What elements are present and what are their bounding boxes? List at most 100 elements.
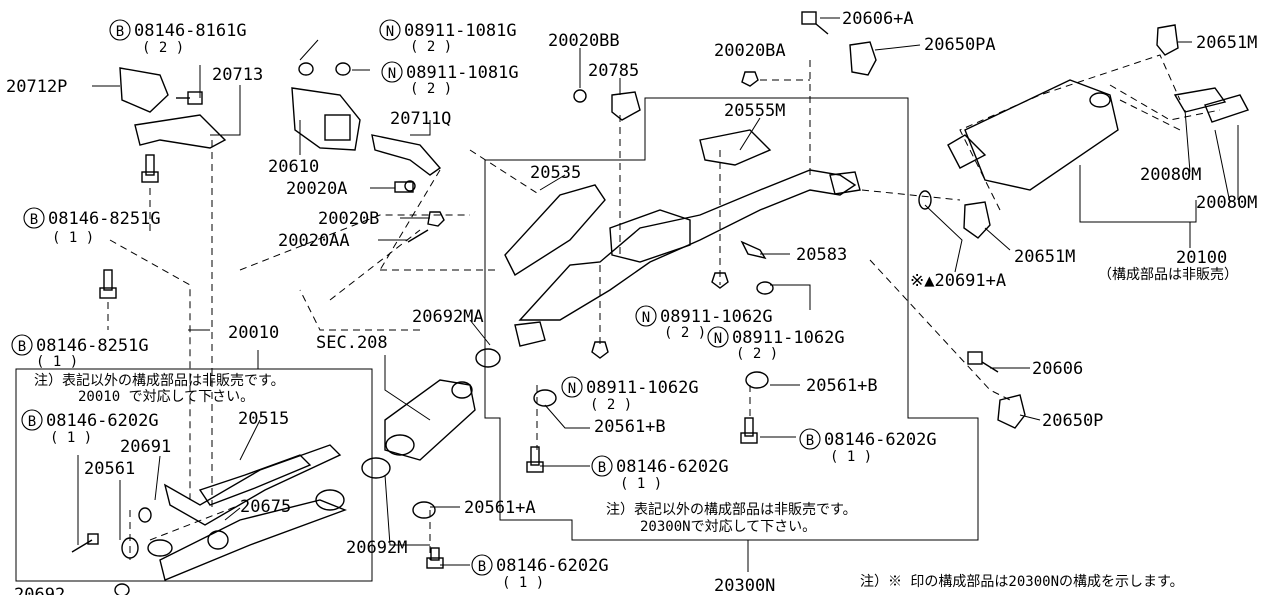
nut-icon (335, 62, 351, 76)
part-label: 20583 (796, 245, 847, 265)
circle-n-marker (381, 61, 403, 83)
part-label: ※▲20691+A (910, 271, 1006, 291)
part-label: 20300N (714, 576, 775, 595)
nut-icon (591, 341, 609, 359)
clamp-20675 (207, 530, 229, 550)
quantity: ( 1 ) (36, 354, 78, 370)
svg-text:B: B (598, 460, 606, 476)
quantity: ( 1 ) (52, 230, 94, 246)
stud-icon (407, 229, 429, 243)
svg-text:N: N (714, 331, 722, 347)
svg-text:B: B (18, 339, 26, 355)
part-label: 20675 (240, 497, 291, 517)
part-label: 20010 (228, 323, 279, 343)
nut-icon (711, 272, 729, 289)
circle-b-marker (11, 334, 33, 356)
center-pipe-20300N (518, 169, 857, 321)
part-label: 20691 (120, 437, 171, 457)
svg-text:B: B (116, 24, 124, 40)
part-label: 20712P (6, 77, 67, 97)
circle-n-marker (561, 376, 583, 398)
frame-lines (15, 97, 1239, 582)
bolt-icon (426, 547, 444, 569)
quantity: ( 1 ) (50, 430, 92, 446)
bracket-20583 (740, 240, 767, 260)
sub-muffler (609, 209, 691, 263)
part-number: 08911-1062G (660, 307, 773, 327)
part-label: 20080M (1140, 165, 1201, 185)
note-left-2: 20010 で対応して下さい。 (78, 389, 254, 405)
bolt-icon (740, 417, 758, 444)
bolt-icon (526, 446, 544, 473)
nut-icon (427, 211, 445, 227)
part-labels: 08146-8161G ( 2 ) 08911-1081G ( 2 ) 0891… (6, 9, 1257, 595)
part-label: 20080M (1196, 193, 1257, 213)
part-number: 08911-1062G (732, 328, 845, 348)
part-label: 20020AA (278, 231, 350, 251)
part-number: 08146-6202G (616, 457, 729, 477)
quantity: ( 1 ) (502, 575, 544, 591)
part-label: 20606+A (842, 9, 914, 29)
part-label: 20020BA (714, 41, 786, 61)
part-label: 20561+B (806, 376, 878, 396)
clamp-20561A (412, 501, 436, 519)
svg-text:N: N (386, 24, 394, 40)
mount-20785 (611, 91, 641, 121)
quantity: ( 1 ) (620, 476, 662, 492)
part-number: 08146-8251G (36, 336, 149, 356)
heat-shield-20535 (504, 184, 606, 277)
part-label: 20713 (212, 65, 263, 85)
part-label: 20561+A (464, 498, 536, 518)
quantity: ( 2 ) (410, 39, 452, 55)
part-label: 20692 (14, 585, 65, 595)
tail-finisher-20080M (1204, 94, 1250, 123)
part-label: 20692MA (412, 307, 484, 327)
part-number: 08146-6202G (496, 556, 609, 576)
note-bottom: 注）※ 印の構成部品は20300Nの構成を示します。 (860, 574, 1184, 590)
rubber-mount-20650PA (849, 41, 877, 76)
svg-text:B: B (806, 433, 814, 449)
catalyst-sec208 (384, 379, 476, 461)
circle-b-marker (23, 207, 45, 229)
tail-finisher-20080M (1173, 87, 1227, 113)
part-label: 20561+B (594, 417, 666, 437)
part-label: 20515 (238, 409, 289, 429)
circle-n-marker (635, 305, 657, 327)
part-label: 20100 (1176, 248, 1227, 268)
part-label: 20785 (588, 61, 639, 81)
part-label: 20020BB (548, 31, 620, 51)
circle-n-marker (707, 326, 729, 348)
section-reference: SEC.208 (316, 333, 388, 353)
bolt-icon (71, 533, 99, 553)
bolt-icon (967, 351, 999, 373)
circle-b-marker (109, 19, 131, 41)
gasket-20691A (918, 190, 932, 210)
part-label: 20650PA (924, 35, 996, 55)
bolt-icon (99, 269, 117, 299)
note-not-sold: （構成部品は非販売） (1098, 267, 1238, 283)
nut-icon (756, 281, 774, 295)
gasket-20691 (138, 507, 152, 523)
part-label: 20561 (84, 459, 135, 479)
circle-b-marker (471, 554, 493, 576)
quantity: ( 2 ) (410, 81, 452, 97)
main-muffler-20100 (964, 79, 1119, 191)
rubber-mount-20650P (997, 394, 1026, 429)
heat-shield-20555M (699, 129, 772, 166)
box-20010 (15, 368, 373, 582)
circle-n-marker (379, 19, 401, 41)
heat-shield-20515 (198, 454, 312, 506)
svg-text:N: N (568, 381, 576, 397)
quantity: ( 2 ) (590, 397, 632, 413)
quantity: ( 1 ) (830, 449, 872, 465)
bracket-20712P (119, 67, 169, 113)
rubber-mount-20651M (1156, 24, 1179, 56)
nut-icon (298, 62, 314, 76)
bracket-20713 (134, 114, 227, 149)
part-label: 20555M (724, 101, 785, 121)
svg-text:B: B (30, 212, 38, 228)
nut-icon (741, 71, 759, 87)
circle-b-marker (21, 409, 43, 431)
svg-text:B: B (28, 414, 36, 430)
parts (71, 11, 1250, 595)
